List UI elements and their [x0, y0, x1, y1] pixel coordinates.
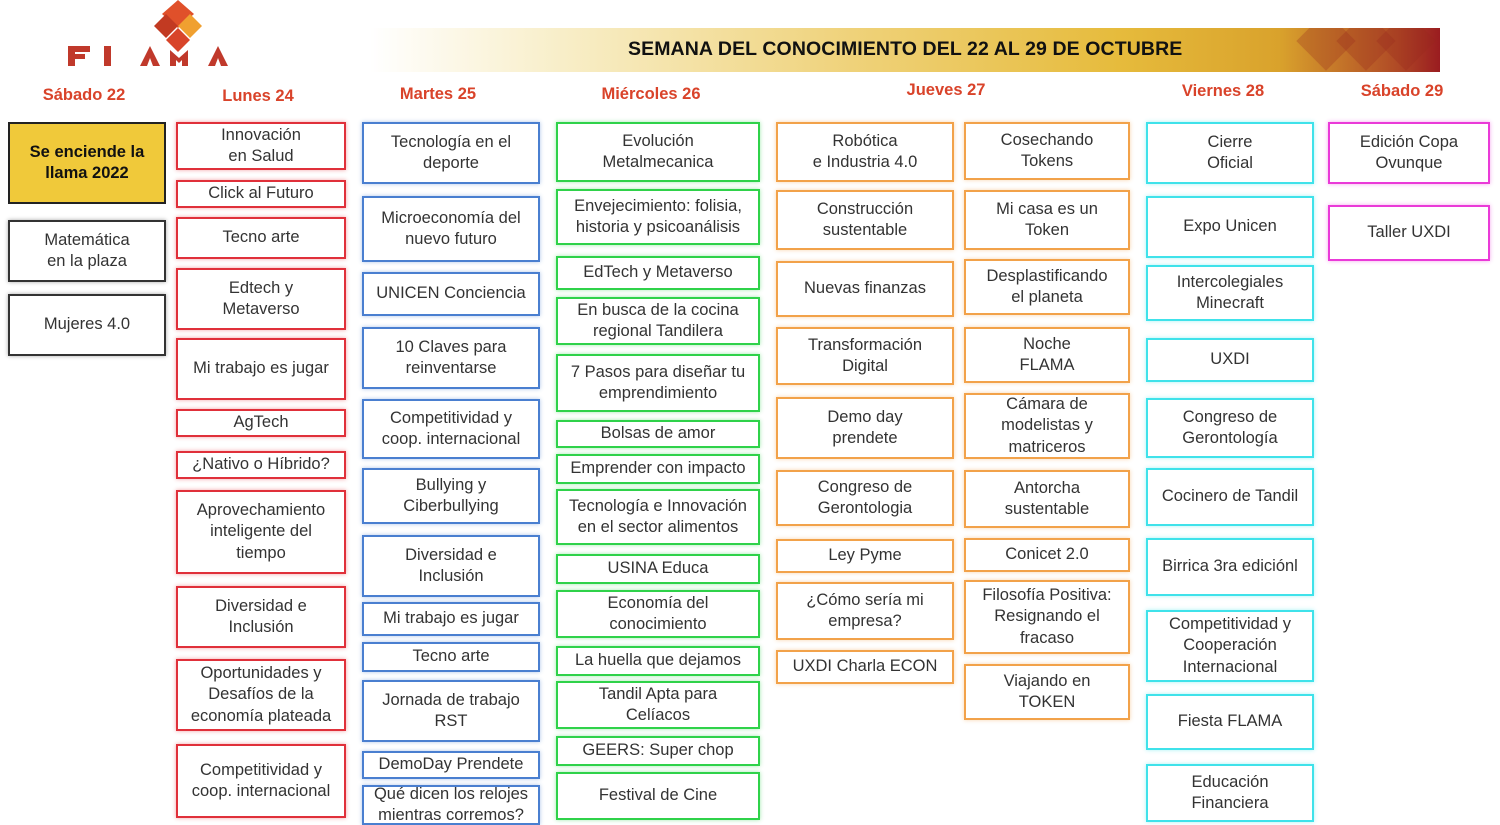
event-box[interactable]: Bullying y Ciberbullying [362, 468, 540, 524]
day-heading: Lunes 24 [222, 87, 294, 105]
event-box[interactable]: Competitividad y Cooperación Internacion… [1146, 610, 1314, 682]
banner-title: SEMANA DEL CONOCIMIENTO DEL 22 AL 29 DE … [628, 38, 1183, 60]
event-box[interactable]: UXDI [1146, 338, 1314, 382]
event-box[interactable]: Competitividad y coop. internacional [176, 744, 346, 818]
event-box[interactable]: Viajando en TOKEN [964, 664, 1130, 720]
event-box[interactable]: 7 Pasos para diseñar tu emprendimiento [556, 354, 760, 412]
day-heading: Jueves 27 [906, 81, 986, 99]
flama-logo [68, 0, 228, 66]
event-box[interactable]: Robótica e Industria 4.0 [776, 122, 954, 182]
event-box[interactable]: Birrica 3ra ediciónl [1146, 538, 1314, 596]
event-box[interactable]: Evolución Metalmecanica [556, 122, 760, 182]
event-box[interactable]: GEERS: Super chop [556, 736, 760, 766]
day-heading: Miércoles 26 [601, 85, 701, 103]
event-box[interactable]: Tecno arte [362, 642, 540, 672]
event-box[interactable]: Construcción sustentable [776, 190, 954, 250]
event-box[interactable]: Innovación en Salud [176, 122, 346, 170]
event-box[interactable]: Educación Financiera [1146, 764, 1314, 822]
day-heading: Viernes 28 [1181, 82, 1265, 100]
event-box[interactable]: Mujeres 4.0 [8, 294, 166, 356]
event-box[interactable]: Click al Futuro [176, 180, 346, 208]
event-box[interactable]: Diversidad e Inclusión [362, 535, 540, 597]
event-box[interactable]: Ley Pyme [776, 539, 954, 573]
logo-letters [68, 46, 228, 66]
event-box[interactable]: Emprender con impacto [556, 454, 760, 484]
event-box[interactable]: Mi casa es un Token [964, 190, 1130, 250]
event-box[interactable]: Taller UXDI [1328, 205, 1490, 261]
event-box[interactable]: Diversidad e Inclusión [176, 586, 346, 648]
event-box[interactable]: Cocinero de Tandil [1146, 468, 1314, 526]
event-box[interactable]: Demo day prendete [776, 397, 954, 459]
event-box[interactable]: AgTech [176, 409, 346, 437]
event-box[interactable]: Matemática en la plaza [8, 220, 166, 282]
event-box[interactable]: Cámara de modelistas y matriceros [964, 393, 1130, 459]
event-box[interactable]: Tandil Apta para Celíacos [556, 681, 760, 729]
event-box[interactable]: Mi trabajo es jugar [362, 602, 540, 636]
event-box[interactable]: Jornada de trabajo RST [362, 680, 540, 742]
event-box[interactable]: Qué dicen los relojes mientras corremos? [362, 785, 540, 825]
day-heading: Sábado 22 [42, 86, 126, 104]
event-box[interactable]: Tecno arte [176, 217, 346, 259]
event-box[interactable]: Noche FLAMA [964, 327, 1130, 383]
event-box[interactable]: Transformación Digital [776, 327, 954, 385]
event-banner: SEMANA DEL CONOCIMIENTO DEL 22 AL 29 DE … [370, 28, 1440, 72]
event-box[interactable]: Oportunidades y Desafíos de la economía … [176, 659, 346, 731]
event-box[interactable]: UXDI Charla ECON [776, 650, 954, 684]
event-box[interactable]: Economía del conocimiento [556, 590, 760, 638]
event-box[interactable]: Expo Unicen [1146, 196, 1314, 258]
event-box[interactable]: Bolsas de amor [556, 420, 760, 448]
event-box[interactable]: Mi trabajo es jugar [176, 338, 346, 400]
event-box[interactable]: USINA Educa [556, 554, 760, 584]
event-box[interactable]: EdTech y Metaverso [556, 256, 760, 290]
event-box[interactable]: Se enciende la llama 2022 [8, 122, 166, 204]
event-box[interactable]: Conicet 2.0 [964, 538, 1130, 572]
event-box[interactable]: Competitividad y coop. internacional [362, 399, 540, 459]
event-box[interactable]: Envejecimiento: folisia, historia y psic… [556, 189, 760, 245]
event-box[interactable]: Intercolegiales Minecraft [1146, 265, 1314, 321]
event-box[interactable]: UNICEN Conciencia [362, 272, 540, 316]
event-box[interactable]: Festival de Cine [556, 772, 760, 820]
event-box[interactable]: La huella que dejamos [556, 646, 760, 676]
event-box[interactable]: Antorcha sustentable [964, 470, 1130, 528]
event-box[interactable]: Desplastificando el planeta [964, 259, 1130, 315]
day-heading: Sábado 29 [1360, 82, 1444, 100]
event-box[interactable]: Edtech y Metaverso [176, 268, 346, 330]
event-box[interactable]: Congreso de Gerontologia [776, 470, 954, 526]
event-box[interactable]: Filosofía Positiva: Resignando el fracas… [964, 580, 1130, 654]
flame-icon [154, 0, 202, 52]
event-box[interactable]: Nuevas finanzas [776, 261, 954, 317]
event-box[interactable]: Cierre Oficial [1146, 122, 1314, 184]
event-box[interactable]: Edición Copa Ovunque [1328, 122, 1490, 184]
event-box[interactable]: En busca de la cocina regional Tandilera [556, 297, 760, 345]
event-box[interactable]: Cosechando Tokens [964, 122, 1130, 180]
event-box[interactable]: Tecnología e Innovación en el sector ali… [556, 489, 760, 545]
event-box[interactable]: ¿Nativo o Híbrido? [176, 451, 346, 479]
event-box[interactable]: ¿Cómo sería mi empresa? [776, 582, 954, 640]
event-box[interactable]: Tecnología en el deporte [362, 122, 540, 184]
event-box[interactable]: Aprovechamiento inteligente del tiempo [176, 490, 346, 574]
event-box[interactable]: 10 Claves para reinventarse [362, 327, 540, 389]
event-box[interactable]: Congreso de Gerontología [1146, 398, 1314, 458]
event-box[interactable]: Microeconomía del nuevo futuro [362, 196, 540, 262]
event-box[interactable]: Fiesta FLAMA [1146, 694, 1314, 750]
event-box[interactable]: DemoDay Prendete [362, 751, 540, 779]
day-heading: Martes 25 [399, 85, 477, 103]
